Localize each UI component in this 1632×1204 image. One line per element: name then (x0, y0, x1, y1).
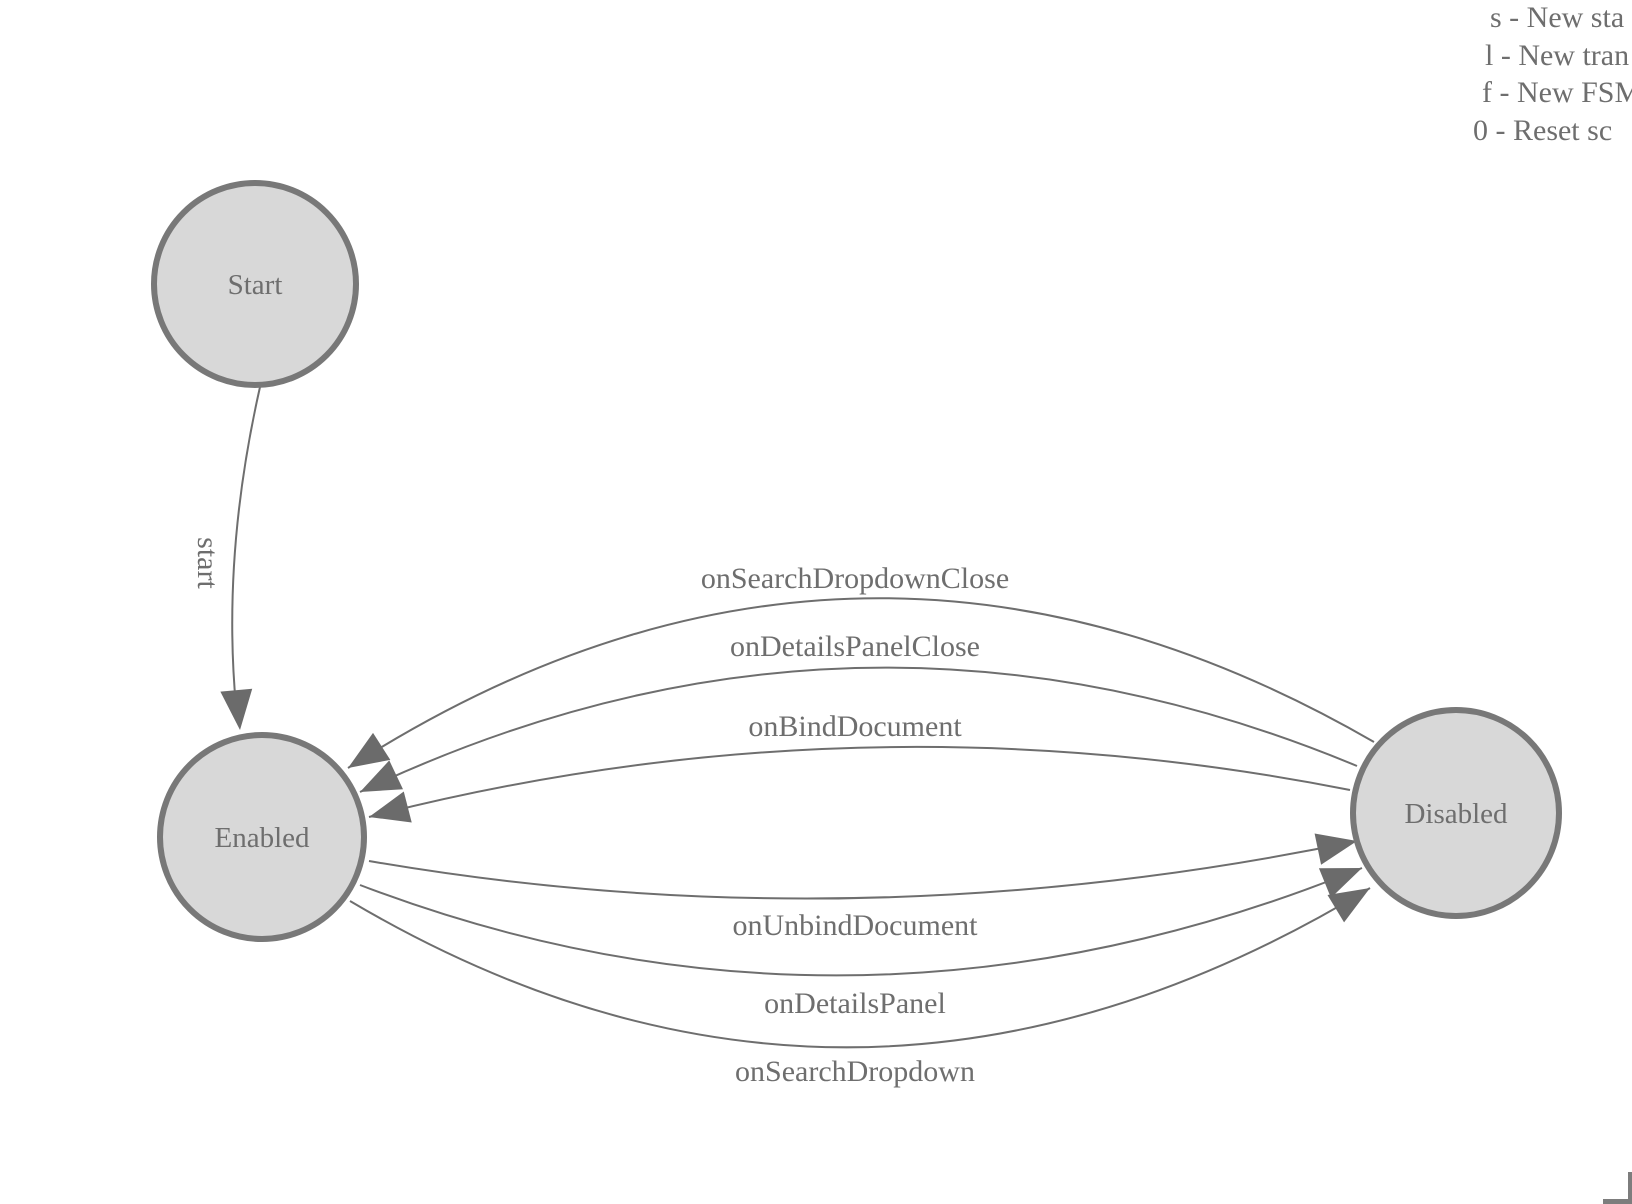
arrowhead-icon (360, 760, 403, 792)
state-circle[interactable] (1350, 707, 1562, 919)
edge-curve[interactable] (368, 745, 1351, 818)
edge-curve[interactable] (359, 666, 1358, 793)
edge-label-start: start (191, 537, 224, 589)
edge-label-onsearchdropdownclose: onSearchDropdownClose (701, 562, 1009, 595)
edge-label-onbinddocument: onBindDocument (748, 710, 962, 743)
edge-label-ondetailspanel: onDetailsPanel (764, 987, 946, 1020)
edge-curve[interactable] (347, 597, 1375, 769)
state-node-start[interactable]: Start (151, 180, 359, 388)
arrowhead-icon (1327, 888, 1370, 923)
edge-onsearchdropdownclose[interactable]: onSearchDropdownClose (339, 562, 1375, 781)
edge-onunbinddocument[interactable]: onUnbindDocument (368, 825, 1360, 942)
shortcut-legend: s - New sta l - New tran f - New FSM 0 -… (1473, 1, 1632, 147)
arrowhead-icon (1314, 833, 1357, 865)
edge-curve[interactable] (349, 887, 1371, 1049)
legend-item-reset-scale: 0 - Reset sc (1473, 114, 1612, 147)
arrowhead-icon (220, 688, 253, 730)
arrowhead-icon (348, 732, 391, 768)
state-label-enabled: Enabled (214, 822, 310, 854)
clipped-corner-element (1603, 1172, 1632, 1204)
edge-onbinddocument[interactable]: onBindDocument (365, 710, 1351, 832)
state-node-enabled[interactable]: Enabled (157, 732, 367, 942)
state-label-disabled: Disabled (1404, 798, 1508, 830)
edge-ondetailspanel[interactable]: onDetailsPanel (359, 853, 1368, 1020)
legend-item-new-fsm: f - New FSM (1482, 76, 1632, 109)
arrowhead-icon (1318, 868, 1362, 898)
arrowhead-icon (369, 791, 412, 823)
corner-horizontal-bar (1603, 1199, 1632, 1204)
edge-onsearchdropdown[interactable]: onSearchDropdown (349, 874, 1378, 1088)
state-label-start: Start (228, 269, 283, 301)
state-node-disabled[interactable]: Disabled (1350, 707, 1562, 919)
legend-item-new-state: s - New sta (1490, 1, 1624, 34)
edge-start-to-enabled[interactable]: start (191, 386, 261, 731)
edge-curve[interactable] (359, 867, 1363, 977)
edge-label-onsearchdropdown: onSearchDropdown (735, 1055, 975, 1088)
edge-ondetailspanelclose[interactable]: onDetailsPanelClose (353, 630, 1358, 806)
corner-vertical-bar (1628, 1172, 1632, 1204)
state-circle[interactable] (157, 732, 367, 942)
state-circle[interactable] (151, 180, 359, 388)
edge-curve[interactable] (231, 386, 261, 707)
edge-curve[interactable] (368, 840, 1358, 900)
edge-label-onunbinddocument: onUnbindDocument (733, 909, 979, 942)
legend-item-new-transition: l - New tran (1485, 39, 1629, 72)
edge-label-ondetailspanelclose: onDetailsPanelClose (730, 630, 980, 663)
